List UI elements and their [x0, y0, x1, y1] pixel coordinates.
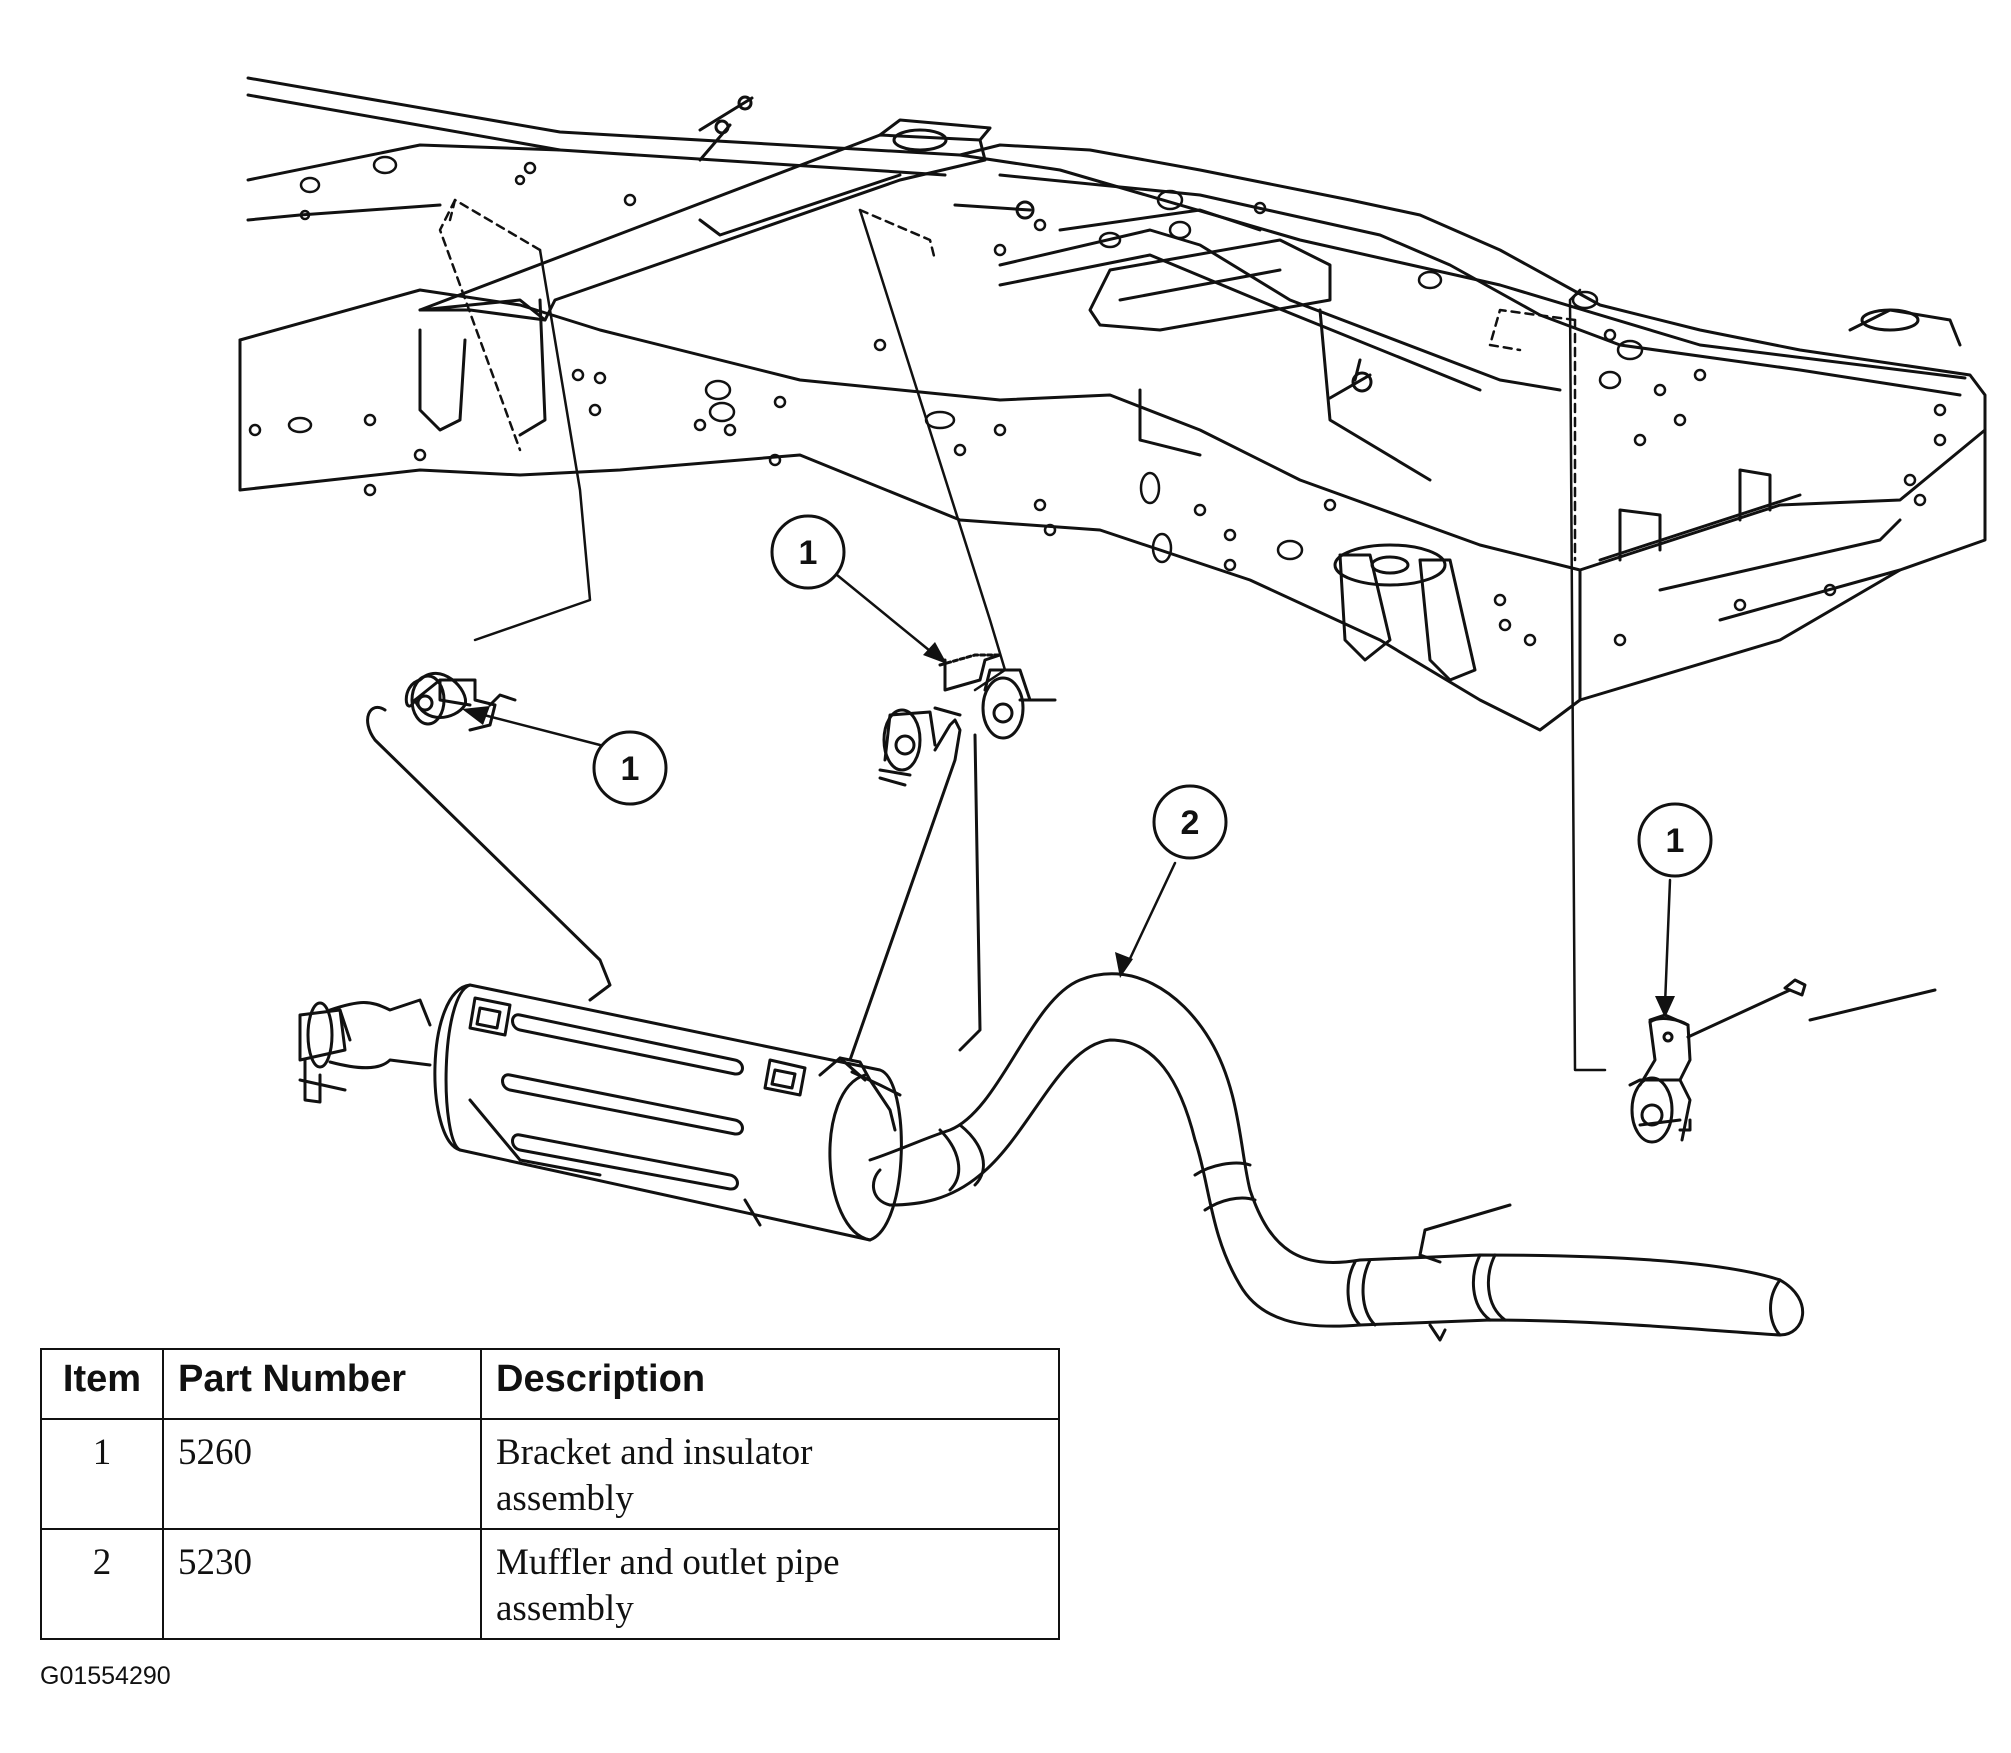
description-cell: Muffler and outlet pipe assembly — [480, 1528, 1060, 1640]
leader-lines — [478, 573, 1672, 1007]
description-line: assembly — [496, 1478, 634, 1519]
callout-number: 2 — [1181, 804, 1200, 842]
figure-code: G01554290 — [40, 1662, 171, 1690]
table-header-row: Item Part Number Description — [40, 1348, 1060, 1420]
vehicle-frame — [238, 76, 1987, 1022]
item-cell: 1 — [40, 1418, 164, 1530]
table-row: 2 5230 Muffler and outlet pipe assembly — [40, 1528, 1060, 1640]
muffler-and-outlet-pipe — [298, 972, 1805, 1342]
header-part-number: Part Number — [162, 1348, 482, 1420]
callout-number: 1 — [799, 534, 818, 572]
bracket-and-insulator-rear — [1628, 978, 1807, 1144]
table-row: 1 5260 Bracket and insulator assembly — [40, 1418, 1060, 1530]
part-number-cell: 5230 — [162, 1528, 482, 1640]
callout-bubble-1-rear: 1 — [1637, 802, 1713, 878]
header-description: Description — [480, 1348, 1060, 1420]
description-line: assembly — [496, 1588, 634, 1629]
callout-bubble-1-front-left: 1 — [592, 730, 668, 806]
arrowheads — [462, 642, 1675, 1018]
callout-number: 1 — [1666, 822, 1685, 860]
parts-table: Item Part Number Description 1 5260 Brac… — [40, 1348, 1060, 1640]
bracket-and-insulator-front-right — [848, 653, 1057, 1062]
description-line: Muffler and outlet pipe — [496, 1542, 840, 1583]
header-item: Item — [40, 1348, 164, 1420]
bracket-and-insulator-front-left — [366, 671, 612, 1002]
hanger-rods — [438, 198, 1607, 1072]
description-line: Bracket and insulator — [496, 1432, 813, 1473]
callout-bubble-2: 2 — [1152, 784, 1228, 860]
part-number-cell: 5260 — [162, 1418, 482, 1530]
item-cell: 2 — [40, 1528, 164, 1640]
callout-number: 1 — [621, 750, 640, 788]
description-cell: Bracket and insulator assembly — [480, 1418, 1060, 1530]
callout-bubble-1-front-right: 1 — [770, 514, 846, 590]
